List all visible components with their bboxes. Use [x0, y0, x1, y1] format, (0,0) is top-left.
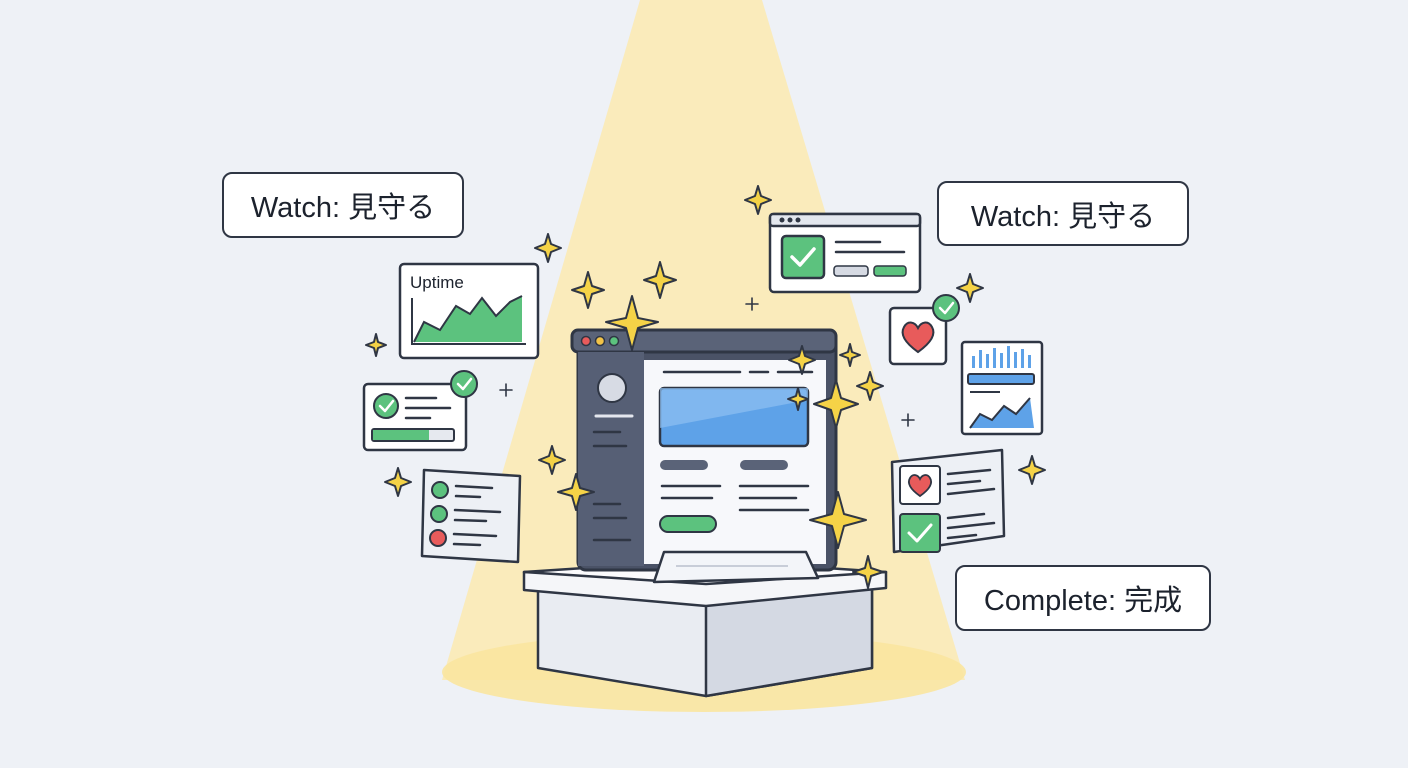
sparkle-icon [956, 273, 984, 303]
action-pill [659, 515, 717, 533]
sparkle-icon [605, 295, 659, 351]
sparkle-icon [856, 371, 884, 401]
sparkle-icon [571, 271, 605, 309]
check-window-card [768, 212, 922, 294]
sparkle-icon [365, 333, 387, 357]
sparkle-icon [384, 467, 412, 497]
uptime-card [398, 262, 540, 360]
status-check-card [362, 370, 478, 452]
sparkle-icon [744, 185, 772, 215]
avatar [597, 373, 627, 403]
check-circle-icon [780, 234, 826, 280]
uptime-axis [411, 298, 526, 345]
sparkle-icon [813, 379, 859, 429]
health-heart-card [888, 294, 960, 366]
window-controls-icon [580, 335, 620, 347]
sparkle-icon [538, 445, 566, 475]
sparkle-icon [557, 473, 595, 511]
sparkle-icon [787, 387, 809, 411]
heart-icon [907, 474, 933, 498]
bar-sparkline [972, 346, 1031, 368]
status-list-card [420, 468, 522, 564]
sparkle-icon [852, 555, 884, 589]
watch-label-right: Watch: 見守る [937, 181, 1189, 246]
check-circle-icon [899, 513, 941, 553]
heart-icon [901, 321, 935, 354]
sparkle-icon [643, 261, 677, 299]
complete-label: Complete: 完成 [955, 565, 1211, 631]
sparkle-group [365, 185, 1046, 589]
sparkle-icon [839, 343, 861, 367]
sparkle-icon [809, 491, 867, 549]
check-circle-icon [373, 393, 399, 419]
uptime-area [414, 296, 522, 342]
analytics-card [960, 340, 1044, 436]
twinkle-group [499, 297, 915, 427]
sparkle-icon [1018, 455, 1046, 485]
watch-label-left: Watch: 見守る [222, 172, 464, 238]
sparkle-icon [788, 345, 816, 375]
browser-window [570, 328, 838, 584]
check-circle-icon [450, 370, 478, 398]
check-circle-icon [932, 294, 960, 322]
sparkle-icon [534, 233, 562, 263]
health-list-card [890, 448, 1006, 554]
uptime-title: Uptime [410, 273, 464, 292]
